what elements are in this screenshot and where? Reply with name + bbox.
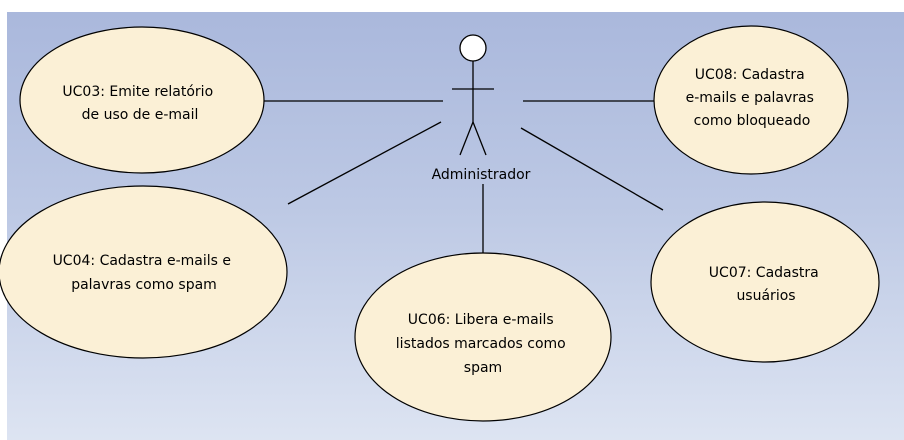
use-case-uc06[interactable]: UC06: Libera e-mails listados marcados c… (354, 252, 612, 422)
use-case-label-line: UC08: Cadastra (695, 67, 805, 83)
use-case-uc03[interactable]: UC03: Emite relatório de uso de e-mail (19, 26, 265, 174)
use-case-label-line: e-mails e palavras (686, 90, 814, 106)
stick-figure-actor-icon (452, 34, 494, 156)
association-uc07 (520, 127, 664, 211)
use-case-uc07[interactable]: UC07: Cadastra usuários (650, 201, 880, 363)
use-case-label-line: UC06: Libera e-mails (408, 312, 554, 328)
use-case-label-line: palavras como spam (71, 277, 217, 293)
svg-text:UC06: Libera e-mails lis: UC06: Libera e-mails listados marcados c… (396, 312, 570, 376)
use-case-label-line: usuários (736, 288, 795, 304)
use-case-label-line: spam (464, 360, 502, 376)
svg-text:UC04: Cadastra e-mails e: UC04: Cadastra e-mails e palavras como s… (53, 253, 236, 293)
svg-text:UC07: Cadastra usuários: UC07: Cadastra usuários (709, 265, 823, 304)
use-case-label-line: de uso de e-mail (82, 107, 199, 123)
use-case-uc08[interactable]: UC08: Cadastra e-mails e palavras como b… (653, 25, 849, 175)
use-case-label-line: UC03: Emite relatório (62, 84, 213, 100)
svg-text:UC03: Emite relatório de: UC03: Emite relatório de uso de e-mail (62, 84, 217, 123)
use-case-label-line: listados marcados como (396, 336, 566, 352)
svg-text:UC08: Cadastra e-mails e: UC08: Cadastra e-mails e palavras como b… (686, 67, 819, 129)
use-case-label-line: UC07: Cadastra (709, 265, 819, 281)
actor-name: Administrador (432, 167, 531, 183)
use-case-label-line: UC04: Cadastra e-mails e (53, 253, 231, 269)
use-case-label-line: como bloqueado (694, 113, 811, 129)
actor-administrador[interactable]: Administrador (432, 34, 531, 183)
association-uc04 (287, 121, 442, 205)
use-case-uc04[interactable]: UC04: Cadastra e-mails e palavras como s… (0, 185, 288, 359)
